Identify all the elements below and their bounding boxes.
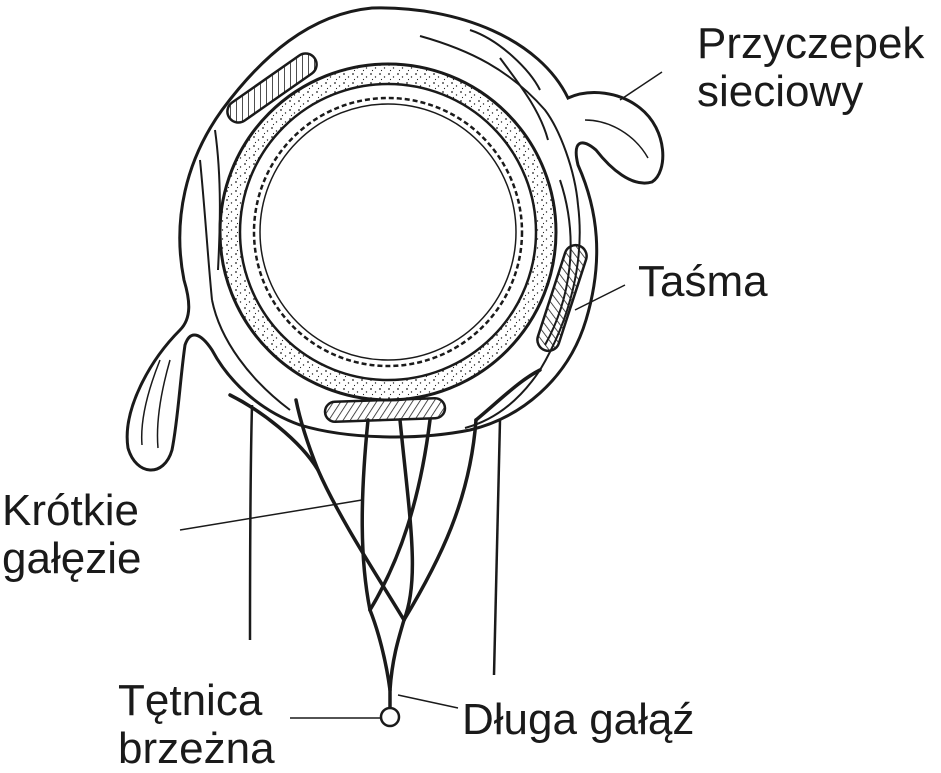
label-short-branches: Krótkie gałęzie [2,487,141,583]
label-marginal-artery-line1: Tętnica [118,676,263,725]
label-marginal-artery: Tętnica brzeżna [118,677,275,773]
label-appendix-line1: Przyczepek [697,19,925,68]
appendix-folds [140,119,649,449]
label-appendix-line2: sieciowy [697,67,864,116]
label-short-branches-line1: Krótkie [2,486,139,535]
mesentery [248,404,502,676]
label-appendix: Przyczepek sieciowy [697,20,924,116]
lumen [252,96,524,368]
marginal-artery-node [379,706,401,728]
label-long-branch: Długa gałąź [462,695,695,744]
arterial-tree [228,368,542,717]
label-marginal-artery-line2: brzeżna [118,724,275,773]
leader-lines [179,71,663,719]
label-taenia: Taśma [638,257,768,306]
taenia-bands [226,52,588,423]
label-short-branches-line2: gałęzie [2,534,142,583]
